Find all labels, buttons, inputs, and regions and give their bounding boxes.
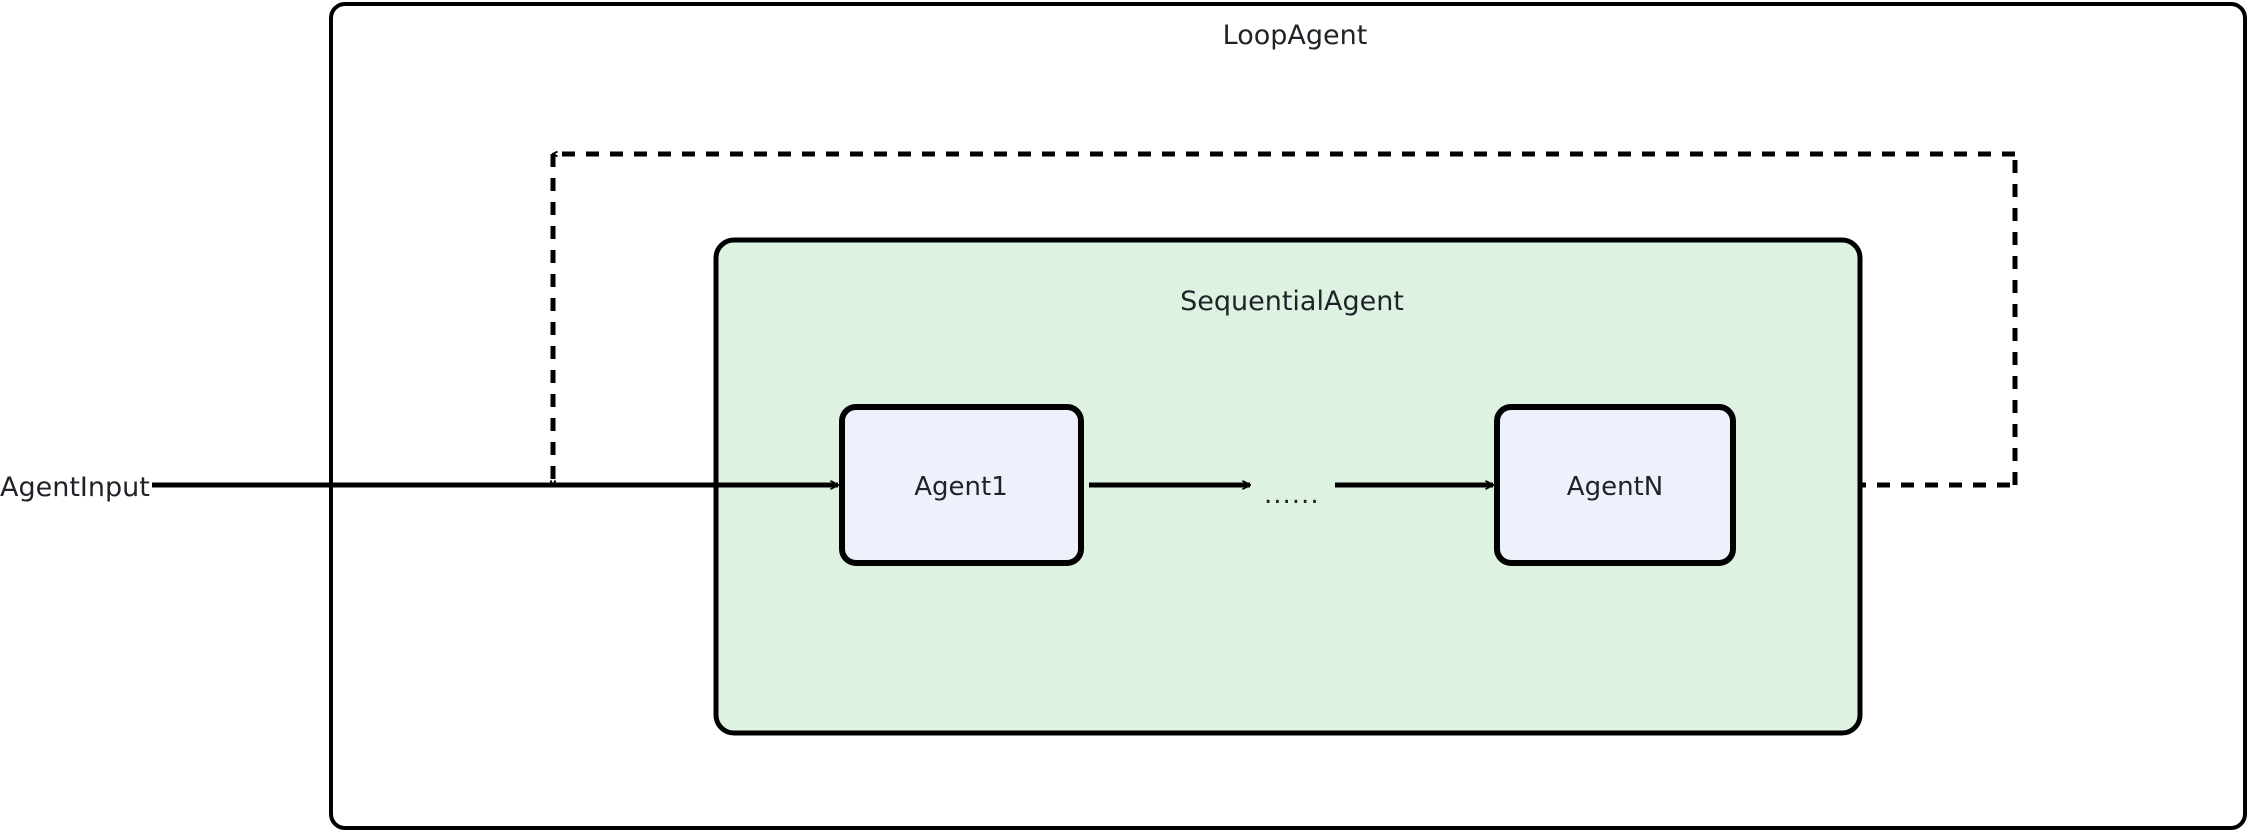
loopback-edge[interactable] xyxy=(553,154,2018,488)
agentN-node[interactable]: AgentN xyxy=(1494,404,1736,566)
agentN-label: AgentN xyxy=(1567,472,1663,502)
agent1-label: Agent1 xyxy=(914,472,1008,502)
ellipsis-label: ...... xyxy=(1264,480,1320,510)
agent1-box xyxy=(839,404,1084,566)
agent-input-label: AgentInput xyxy=(0,472,150,503)
sequential-agent-container[interactable]: SequentialAgent xyxy=(713,237,1863,736)
loop-agent-title: LoopAgent xyxy=(1223,20,1368,51)
agentN-box xyxy=(1494,404,1736,566)
sequential-agent-title: SequentialAgent xyxy=(1180,286,1404,317)
agent1-node[interactable]: Agent1 xyxy=(839,404,1084,566)
